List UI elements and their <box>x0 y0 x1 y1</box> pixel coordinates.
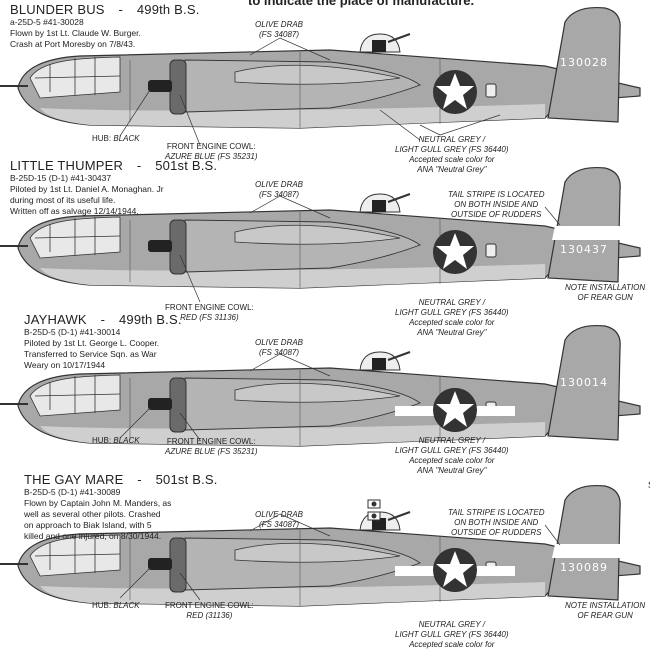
note-line: Crash at Port Moresby on 7/8/43. <box>10 39 136 49</box>
squadron: 501st B.S. <box>155 158 218 173</box>
note-line: Transferred to Service Sqn. as War <box>24 349 157 359</box>
tail-number: 130437 <box>560 243 608 256</box>
olive-drab-label: OLIVE DRAB(FS 34087) <box>255 180 304 199</box>
aircraft-profile-little-thumper <box>0 166 641 289</box>
tail-number: 130028 <box>560 56 608 69</box>
cowl-label: FRONT ENGINE COWL:AZURE BLUE (FS 35231) <box>165 437 258 456</box>
serial: B-25D-5 (D-1) #41-30089 <box>24 487 121 497</box>
tail-number: 130089 <box>560 561 608 574</box>
note-line: well as several other pilots. Crashed <box>24 509 161 519</box>
header-cut-text: to indicate the place of manufacture. <box>248 0 475 8</box>
aircraft-info-blunder-bus: BLUNDER BUS - 499th B.S. a-25D-5 #41-300… <box>10 2 200 49</box>
aircraft-info-jayhawk: JAYHAWK - 499th B.S. B-25D-5 (D-1) #41-3… <box>24 312 182 370</box>
cowl-label: FRONT ENGINE COWL:RED (FS 31136) <box>165 303 254 322</box>
aircraft-name: LITTLE THUMPER <box>10 158 124 173</box>
squadron: 499th B.S. <box>118 312 182 327</box>
aircraft-profile-jayhawk <box>0 324 641 447</box>
note-line: Flown by 1st Lt. Claude W. Burger. <box>10 28 141 38</box>
squadron: 501st B.S. <box>155 472 218 487</box>
olive-drab-label: OLIVE DRAB(FS 34087) <box>255 20 304 39</box>
aircraft-name: THE GAY MARE <box>24 472 124 487</box>
aircraft-profile-gay-mare <box>0 484 641 607</box>
note-line: on approach to Biak Island, with 5 <box>24 520 152 530</box>
tail-stripe <box>552 226 625 240</box>
tail-stripe <box>552 544 625 558</box>
note-line: Flown by Captain John M. Manders, as <box>24 498 172 508</box>
neutral-grey-label: NEUTRAL GREY /LIGHT GULL GREY (FS 36440)… <box>395 298 509 337</box>
squadron: 499th B.S. <box>136 2 200 17</box>
note-line: Weary on 10/17/1944 <box>24 360 106 370</box>
aircraft-info-gay-mare: THE GAY MARE - 501st B.S. B-25D-5 (D-1) … <box>24 472 218 541</box>
aircraft-info-little-thumper: LITTLE THUMPER - 501st B.S. B-25D-15 (D-… <box>10 158 218 216</box>
page-marker: S <box>648 480 650 490</box>
aircraft-name: BLUNDER BUS <box>10 2 105 17</box>
leader-lines <box>119 37 561 601</box>
neutral-grey-label: NEUTRAL GREY /LIGHT GULL GREY (FS 36440)… <box>395 135 509 174</box>
note-line: during most of its useful life. <box>10 195 116 205</box>
serial: a-25D-5 #41-30028 <box>10 17 84 27</box>
note-line: killed and one injured, on 8/30/1944. <box>24 531 162 541</box>
serial: B-25D-5 (D-1) #41-30014 <box>24 327 121 337</box>
cowl-label: FRONT ENGINE COWL:RED (31136) <box>165 601 254 620</box>
olive-drab-label: OLIVE DRAB(FS 34087) <box>255 510 304 529</box>
olive-drab-label: OLIVE DRAB(FS 34087) <box>255 338 304 357</box>
note-line: Piloted by 1st Lt. George L. Cooper. <box>24 338 160 348</box>
hub-label: HUB: BLACK <box>92 436 140 445</box>
hub-label: HUB: BLACK <box>92 134 140 143</box>
japanese-flag-kill-marks-icon <box>367 499 381 521</box>
aircraft-name: JAYHAWK <box>24 312 87 327</box>
note-line: Piloted by 1st Lt. Daniel A. Monaghan. J… <box>10 184 164 194</box>
note-line: Written off as salvage 12/14/1944. <box>10 206 139 216</box>
tail-number: 130014 <box>560 376 608 389</box>
neutral-grey-label: NEUTRAL GREY /LIGHT GULL GREY (FS 36440)… <box>395 620 509 649</box>
serial: B-25D-15 (D-1) #41-30437 <box>10 173 112 183</box>
neutral-grey-label: NEUTRAL GREY /LIGHT GULL GREY (FS 36440)… <box>395 436 509 475</box>
cowl-label: FRONT ENGINE COWL:AZURE BLUE (FS 35231) <box>165 142 258 161</box>
hub-label: HUB: BLACK <box>92 601 140 610</box>
